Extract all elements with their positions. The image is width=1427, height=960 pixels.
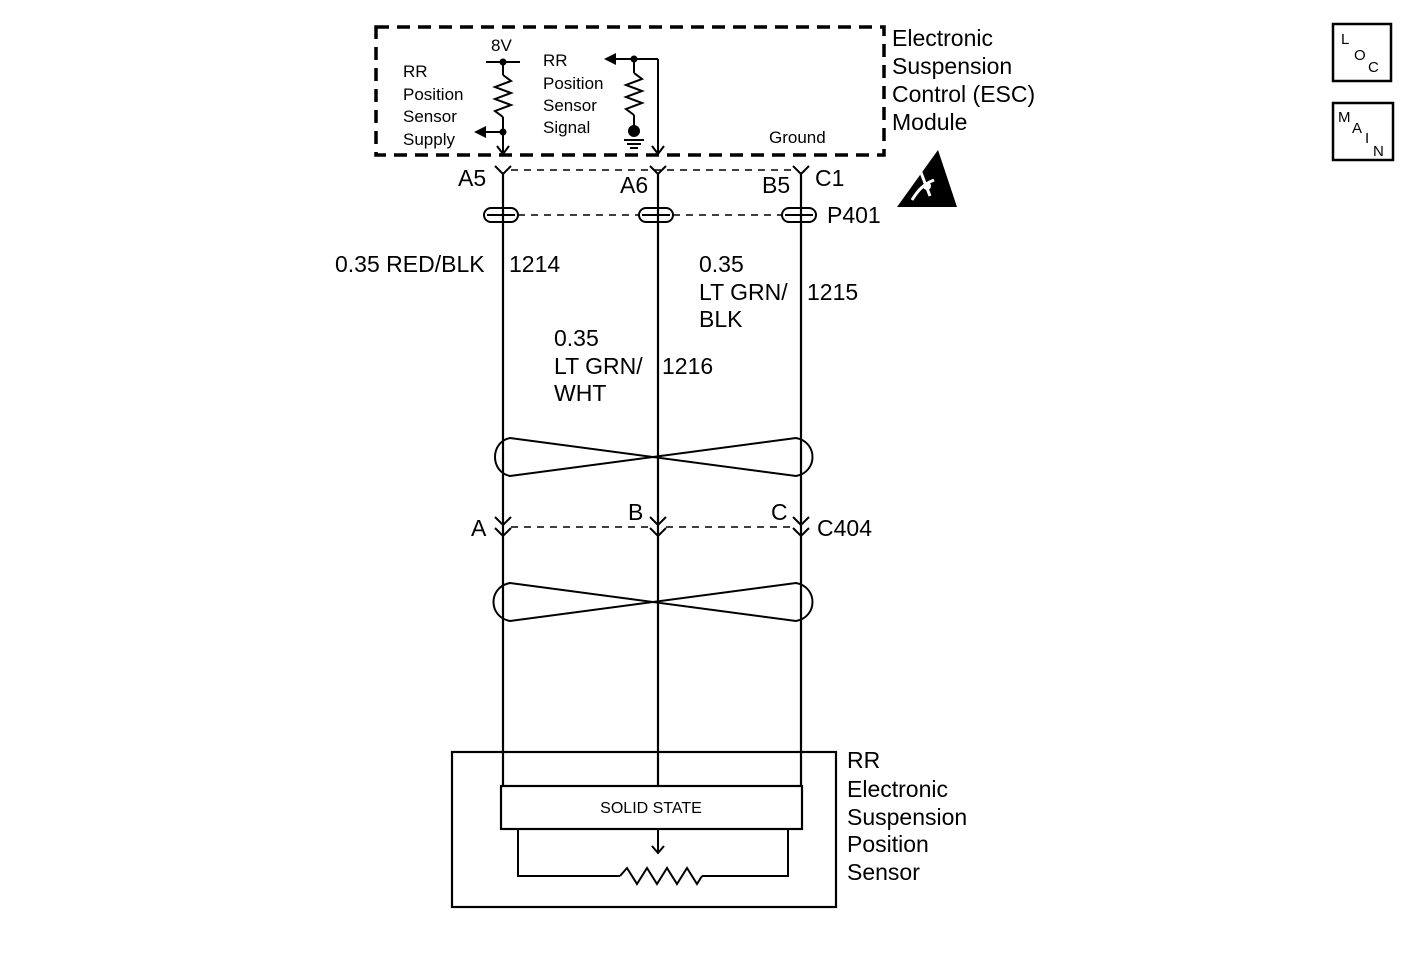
wire-1214-label: 0.35 RED/BLK 1214 xyxy=(335,251,560,277)
ground-icon xyxy=(624,139,644,149)
svg-text:Sensor: Sensor xyxy=(543,96,597,115)
ground-label: Ground xyxy=(769,128,826,147)
esc-module-name: Electronic Suspension Control (ESC) Modu… xyxy=(892,25,1035,135)
sensor-name: RR Electronic Suspension Position Sensor xyxy=(847,747,967,885)
esc-module-name-line-4: Module xyxy=(892,109,967,135)
svg-text:0.35 RED/BLK: 0.35 RED/BLK xyxy=(335,251,485,277)
svg-text:Sensor: Sensor xyxy=(847,859,920,885)
signal-label: RR Position Sensor Signal xyxy=(543,51,603,137)
pulldown-resistor-icon xyxy=(623,72,645,116)
sensor-box xyxy=(450,750,838,909)
c404-connector xyxy=(494,516,810,538)
svg-text:Position: Position xyxy=(847,831,929,857)
loc-icon[interactable]: L O C xyxy=(1331,22,1393,83)
solid-state-label: SOLID STATE xyxy=(600,800,702,817)
svg-text:1214: 1214 xyxy=(509,251,560,277)
voltage-label: 8V xyxy=(491,36,512,55)
svg-text:Supply: Supply xyxy=(403,130,455,149)
pullup-resistor-icon xyxy=(492,74,514,118)
main-icon[interactable]: M A I N xyxy=(1331,101,1395,162)
svg-text:L: L xyxy=(1341,31,1349,48)
svg-text:Position: Position xyxy=(543,74,603,93)
pin-a6-arrow-icon xyxy=(651,145,665,156)
p401-label: P401 xyxy=(827,202,881,228)
twisted-wire-symbol-lower xyxy=(492,581,814,623)
esc-module-name-line-2: Suspension xyxy=(892,53,1012,79)
svg-text:Position: Position xyxy=(403,85,463,104)
svg-text:WHT: WHT xyxy=(554,380,606,406)
svg-text:RR: RR xyxy=(847,747,880,773)
pin-a6-label: A6 xyxy=(620,172,648,198)
c404-pin-b-label: B xyxy=(628,499,643,525)
supply-arrow-icon xyxy=(474,126,486,138)
esc-module-name-line-3: Control (ESC) xyxy=(892,81,1035,107)
twisted-wire-symbol-upper xyxy=(494,436,814,478)
pin-b5-label: B5 xyxy=(762,172,790,198)
pin-c1-label: C1 xyxy=(815,165,844,191)
svg-text:Signal: Signal xyxy=(543,118,590,137)
svg-text:M: M xyxy=(1338,109,1351,126)
potentiometer-icon xyxy=(619,866,703,886)
solid-state-box xyxy=(499,784,804,831)
svg-text:I: I xyxy=(1365,130,1369,147)
svg-text:LT GRN/: LT GRN/ xyxy=(554,353,643,379)
esd-warning-icon xyxy=(897,150,957,207)
svg-text:O: O xyxy=(1354,47,1366,64)
svg-text:C: C xyxy=(1368,59,1379,76)
esc-module-box xyxy=(374,25,886,157)
pin-a5-label: A5 xyxy=(458,165,486,191)
wire-1216-label: 0.35 LT GRN/ WHT 1216 xyxy=(554,325,713,406)
svg-text:1216: 1216 xyxy=(662,353,713,379)
svg-text:Electronic: Electronic xyxy=(847,776,948,802)
svg-text:1215: 1215 xyxy=(807,279,858,305)
pin-a5-arrow-icon xyxy=(496,145,510,156)
supply-label: RR Position Sensor Supply xyxy=(403,62,463,149)
wiper-arrow-icon xyxy=(651,845,665,855)
wire-1215-label: 0.35 LT GRN/ BLK 1215 xyxy=(699,251,858,332)
svg-text:RR: RR xyxy=(403,62,428,81)
esc-module-name-line-1: Electronic xyxy=(892,25,993,51)
svg-text:LT GRN/: LT GRN/ xyxy=(699,279,788,305)
svg-text:0.35: 0.35 xyxy=(699,251,744,277)
svg-text:Sensor: Sensor xyxy=(403,107,457,126)
c404-label: C404 xyxy=(817,515,872,541)
svg-text:A: A xyxy=(1352,120,1362,137)
svg-text:0.35: 0.35 xyxy=(554,325,599,351)
svg-text:Suspension: Suspension xyxy=(847,804,967,830)
svg-text:N: N xyxy=(1373,143,1384,160)
svg-text:BLK: BLK xyxy=(699,306,743,332)
c404-pin-c-label: C xyxy=(771,499,788,525)
svg-text:RR: RR xyxy=(543,51,568,70)
c404-pin-a-label: A xyxy=(471,515,487,541)
signal-arrow-icon xyxy=(604,53,616,65)
